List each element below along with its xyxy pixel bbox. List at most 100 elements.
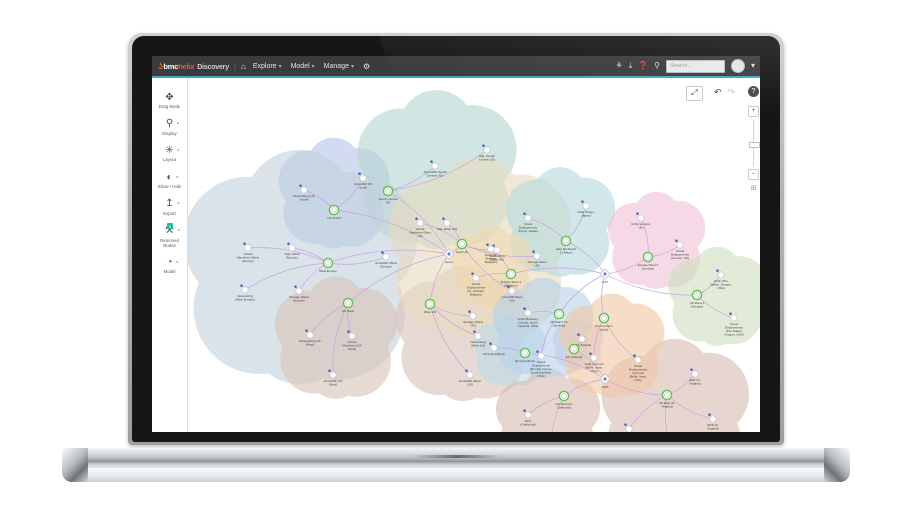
canvas-help-icon[interactable]: ? [748, 85, 759, 97]
sidebar-item-layout[interactable]: ✳▸Layout [152, 145, 187, 163]
node-label: RDS (N.Virginia) [707, 423, 719, 431]
zoom-slider-thumb[interactable] [749, 141, 760, 148]
chevron-down-icon: ▸ [176, 258, 179, 264]
person-download-icon[interactable]: ⤓ [628, 61, 633, 70]
bmc-helix-logo[interactable]: ʖ bmc helix Discovery [158, 61, 229, 71]
menu-model[interactable]: Model▾ [291, 63, 315, 70]
redo-icon[interactable]: ↷ [727, 86, 736, 97]
avatar-chevron-down-icon[interactable]: ▾ [750, 61, 755, 70]
graph-node-hub[interactable]: West Europe [319, 257, 337, 273]
menu-manage[interactable]: Manage▾ [324, 63, 354, 70]
graph-node-leaf[interactable]: GCE (St.Ghislain,Belgium) [485, 243, 498, 264]
graph-node-leaf[interactable]: Networking(West Europe) [235, 284, 255, 301]
graph-node-hub[interactable]: EU (Ireland) [566, 343, 583, 359]
graph-node-hub[interactable]: US Central 1(Iowa) [595, 312, 613, 331]
graph-node-hub[interactable]: AWS [599, 372, 611, 389]
graph-node-leaf[interactable]: EC2 (Ireland) [573, 333, 591, 347]
avatar[interactable] [730, 59, 745, 73]
sidebar-item-display[interactable]: ⚲▸Display [152, 118, 187, 136]
node-type-marker [536, 350, 539, 353]
cluster-blobs [188, 89, 760, 432]
chevron-down-icon: ▸ [177, 146, 180, 152]
menu-explore[interactable]: Explore▾ [253, 63, 282, 70]
zoom-control[interactable]: + − ⊞ [747, 105, 760, 192]
node-type-marker [442, 217, 445, 220]
topbar-right-group: ⚘ ⤓ ❓ ⚲ Search... ▾ [615, 59, 760, 73]
zoom-slider-track[interactable] [749, 119, 760, 166]
graph-node-leaf[interactable]: EC2(California) [520, 409, 536, 426]
search-input[interactable]: Search... [665, 59, 725, 73]
graph-node-hub[interactable]: UK South [327, 204, 341, 220]
graph-node-hub[interactable]: GCP [599, 267, 611, 284]
graph-node-leaf[interactable]: ELB (N.Virginia) [689, 368, 701, 385]
gear-icon[interactable]: ⚙ [362, 61, 371, 71]
sidebar-item-model[interactable]: ◔▸Model [152, 257, 187, 275]
node-type-marker [243, 242, 246, 245]
graph-node-leaf[interactable]: GCE (London,UK) [631, 212, 651, 229]
fit-to-screen-button[interactable]: ⤢ [686, 85, 703, 101]
help-circle-icon[interactable]: ❓ [638, 61, 649, 70]
graph-node-hub[interactable]: US West (N.California) [555, 390, 573, 409]
graph-node-hub[interactable]: Azure [443, 247, 455, 264]
scan-icon[interactable]: ⚘ [615, 61, 623, 70]
graph-node-leaf[interactable]: RDS (N.Virginia) [707, 413, 719, 430]
graph-node-leaf[interactable]: EC2 (Frankfurt) [483, 342, 505, 356]
undo-icon[interactable]: ↶ [714, 86, 722, 97]
graph-node-hub[interactable]: Europe West 1(Belgium) [501, 268, 522, 287]
graph-node-hub[interactable]: EU (Frankfurt) [515, 347, 535, 363]
search-icon[interactable]: ⚲ [654, 61, 660, 70]
graph-node-leaf[interactable]: SQL (East US) [437, 217, 457, 231]
graph-node-hub[interactable]: West US [424, 298, 436, 314]
graph-node-hub[interactable]: US East 1 (S.Carolina) [550, 308, 569, 327]
graph-node-leaf[interactable]: ELB (N.Virginia) [623, 423, 634, 432]
graph-node-leaf[interactable]: GCE (Tokyo,Japan) [577, 200, 595, 217]
zoom-out-button[interactable]: − [748, 168, 759, 180]
sidebar-item-show-hide[interactable]: ◐▸Show / Hide [152, 172, 187, 190]
node-type-marker [240, 284, 243, 287]
graph-node-hub[interactable]: US East (N.Virginia) [659, 389, 675, 408]
graph-node-hub[interactable]: US West 1(Oregon) [690, 289, 705, 308]
grid-toggle-icon[interactable]: ⊞ [750, 184, 757, 192]
hub-label: GCP [602, 280, 609, 284]
sidebar-item-drag-mode[interactable]: ✥Drag Mode [152, 92, 187, 110]
home-icon[interactable]: ⌂ [240, 61, 246, 71]
graph-node-hub[interactable]: UK West [342, 297, 354, 313]
sidebar-item-export[interactable]: ↥▸Export [152, 198, 187, 216]
graph-node-hub[interactable]: Europe West 2(London) [638, 251, 659, 270]
graph-node-leaf[interactable]: Networking(West US) [470, 330, 486, 347]
zoom-in-button[interactable]: + [748, 105, 759, 117]
graph-node-hub[interactable]: East US [456, 238, 468, 254]
